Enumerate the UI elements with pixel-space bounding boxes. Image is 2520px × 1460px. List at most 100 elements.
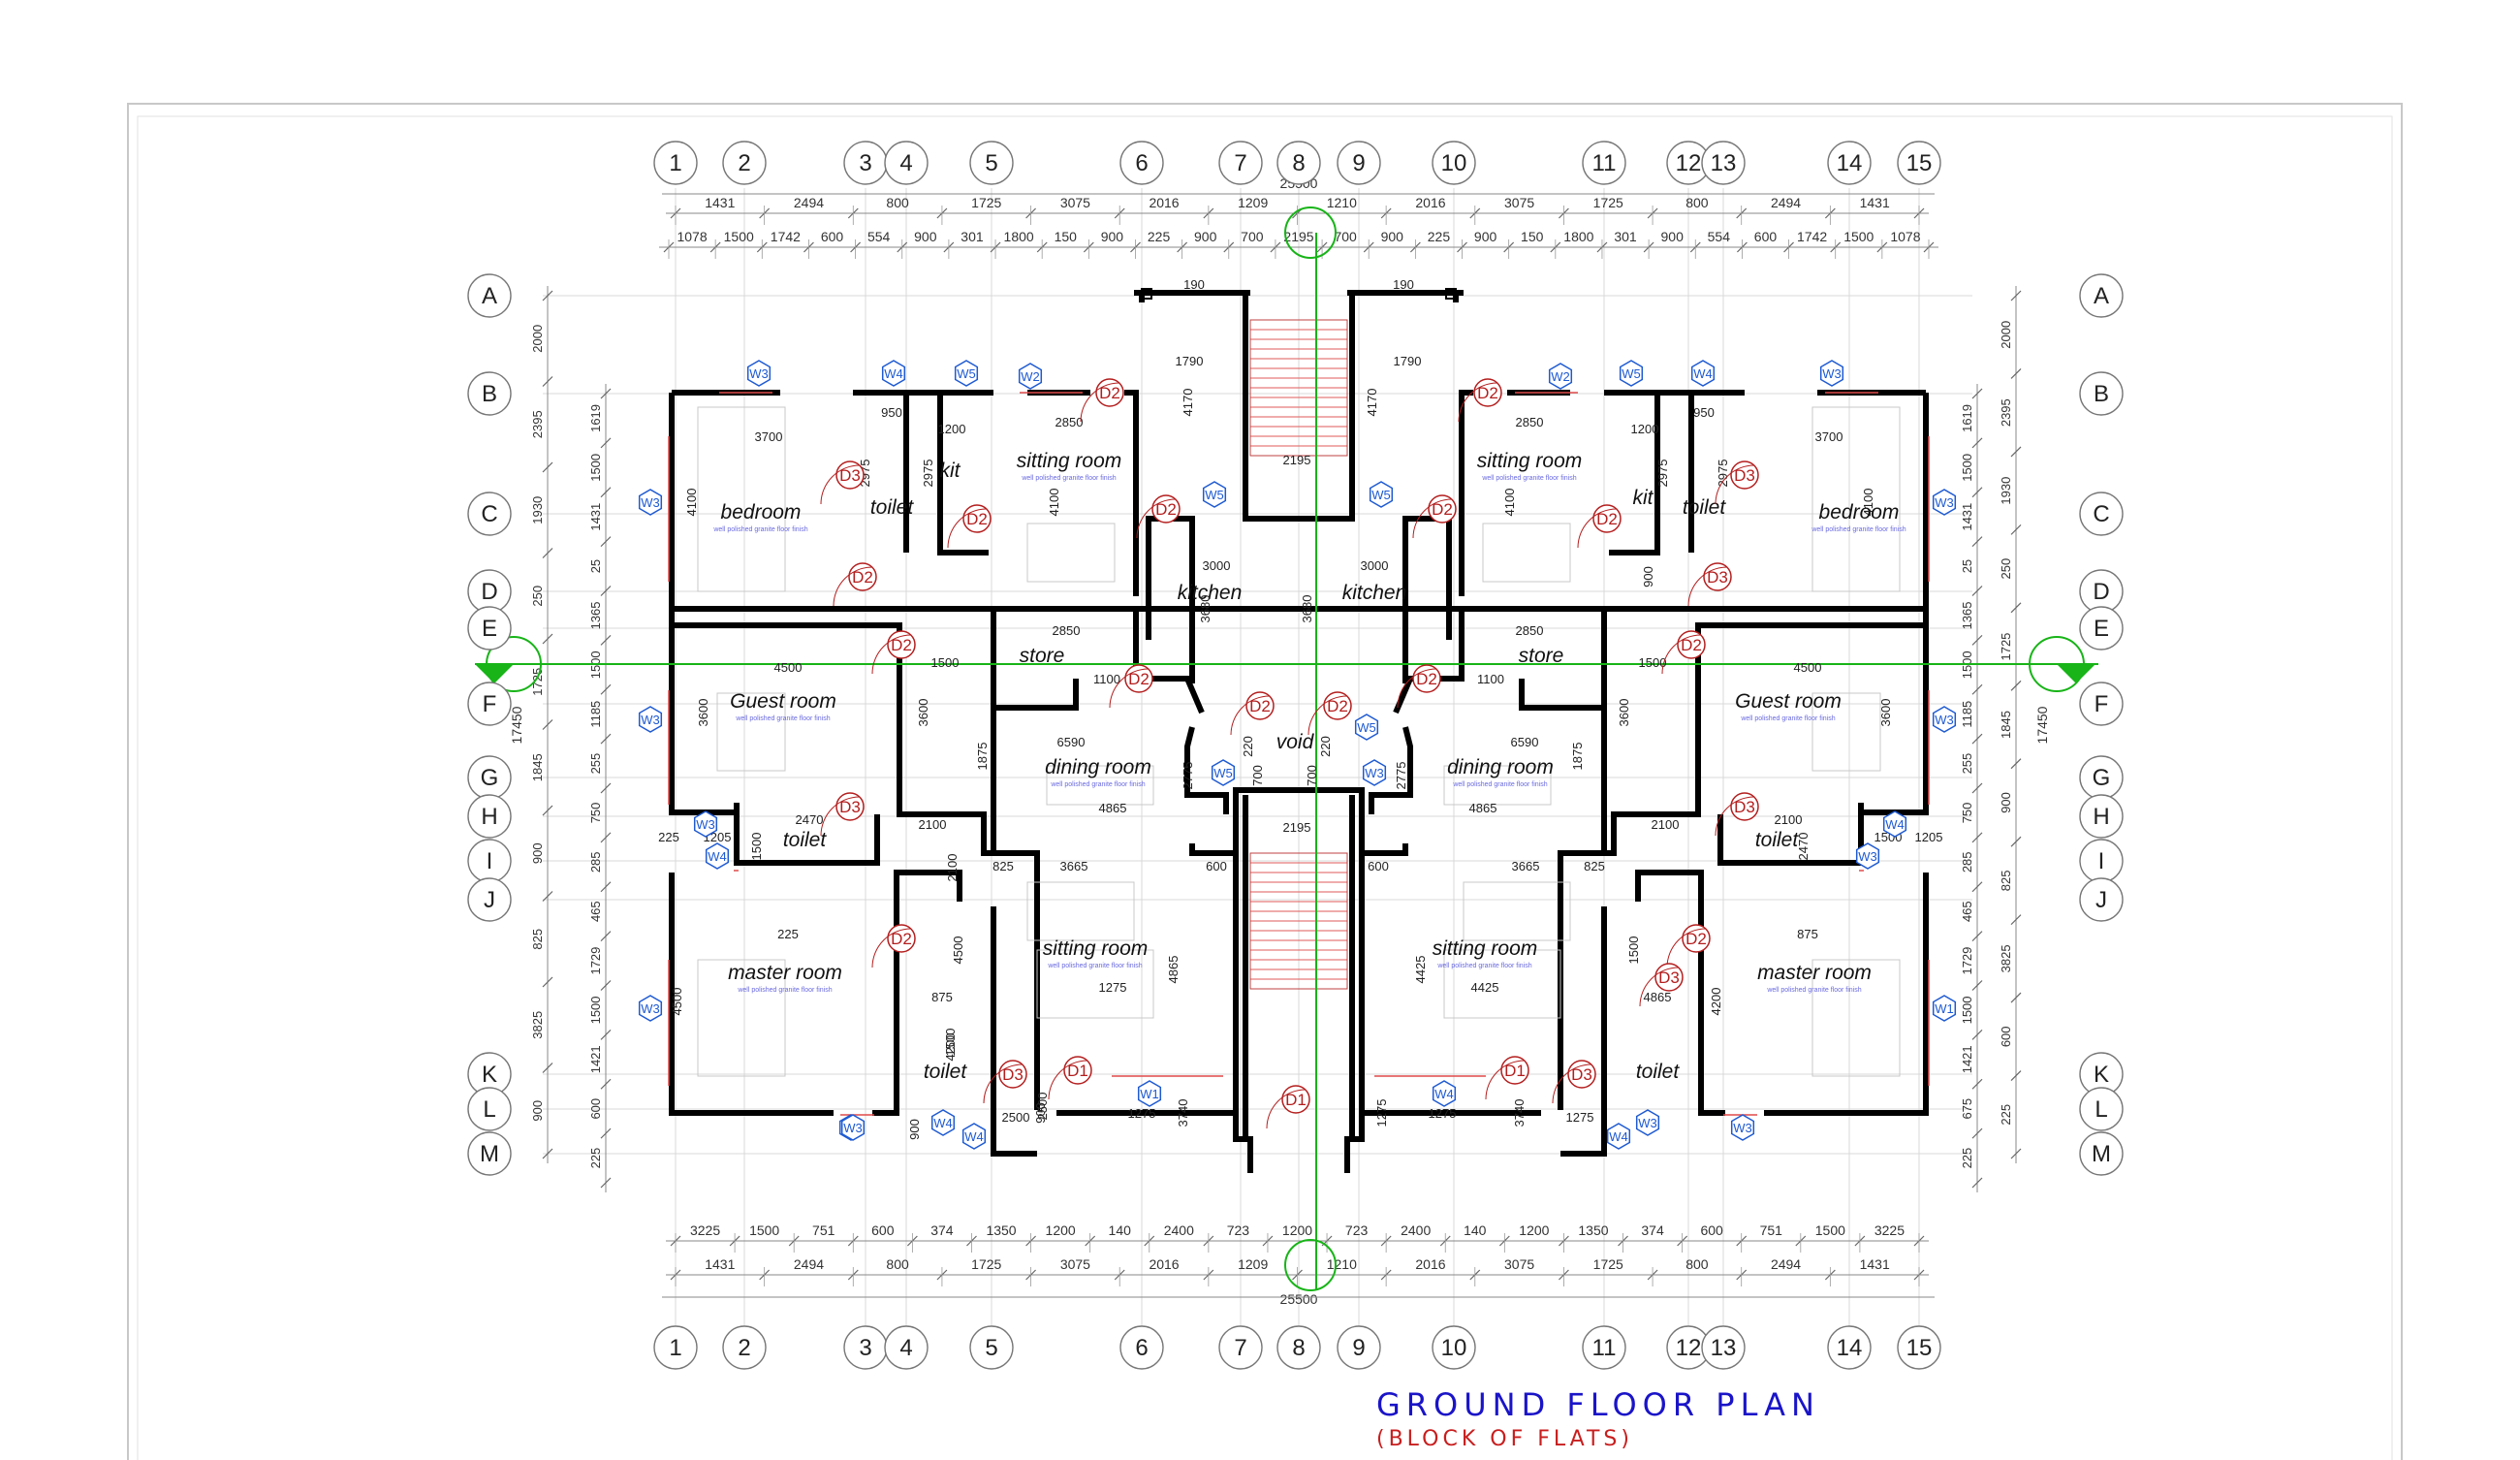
door-swing [1136,498,1177,539]
room-dimension: 600 [1368,859,1389,873]
dim-bottom-outer-label: 2016 [1149,1256,1179,1272]
dim-top-inner-label: 1742 [1797,229,1827,244]
room-name: sitting room [1477,450,1583,472]
door-swing [871,928,912,968]
grid-bubble-label: B [2094,381,2109,407]
dim-right-inner-tick [1971,980,1983,991]
wall-right-flat [1590,645,1607,856]
door-tag-label: D2 [1432,500,1453,519]
dim-bottom-inner-label: 1500 [1815,1222,1845,1238]
dim-left-inner-label: 1431 [588,503,603,531]
room-dimension: 1500 [1626,936,1641,965]
window-tag-hex [881,360,906,387]
room-dimension: 2195 [1283,453,1311,467]
door-swing [1397,668,1437,709]
grid-col-bubble-bottom: 4 [884,1325,929,1370]
furniture-left [1036,949,1154,1019]
window-tag-hex [1730,1114,1755,1141]
window-tag-label: W3 [641,495,660,510]
dim-bottom-outer-label: 1210 [1327,1256,1357,1272]
grid-row-bubble-right: E [2079,606,2124,651]
grid-bubble-circle [2079,273,2124,318]
furniture-right [1463,881,1571,941]
dim-right-outer-label: 900 [1999,792,2013,813]
grid-bubble-circle [653,1325,698,1370]
dim-left-inner-label: 600 [588,1098,603,1120]
grid-col-bubble-top: 7 [1218,141,1263,185]
door-tag-circle [887,630,916,659]
dim-left-outer-tick [542,376,553,387]
window-tag-hex [954,360,979,387]
room-dimension: 2975 [1655,460,1670,488]
grid-bubble-circle [1827,141,1872,185]
dim-left-inner-tick [600,634,612,646]
door-tag-circle [1682,924,1711,953]
dim-top-inner-label: 150 [1521,229,1544,244]
room-dimension: 600 [1206,859,1227,873]
dim-left-inner-tick [600,586,612,596]
grid-col-bubble-bottom: 13 [1701,1325,1746,1370]
room-finish-note: well polished granite floor finish [1050,781,1145,788]
dim-top-inner-label: 900 [914,229,937,244]
grid-bubble-circle [1218,141,1263,185]
window-tag-hex [1432,1080,1457,1107]
room-dimension: 950 [1693,405,1715,420]
room-name: toilet [1755,829,1800,851]
room-finish-note: well polished granite floor finish [737,987,832,994]
door-swing [983,1063,1024,1104]
door-tag-label: D1 [1067,1062,1088,1080]
grid-bubble-label: 3 [859,1335,871,1361]
grid-col-bubble-top: 1 [653,141,698,185]
room-dimension: 4500 [951,936,965,965]
window-tag-hex [1635,1109,1660,1136]
section-arrow [2057,664,2095,683]
room-dimension: 2850 [1053,623,1081,638]
grid-bubble-label: C [2093,501,2109,527]
sheet-inner-border [137,115,2393,1460]
dim-right-inner-tick [1971,1177,1983,1189]
dim-top-inner-label: 1078 [677,229,707,244]
room-dimension: 2975 [1716,460,1730,488]
window-tag-label: W4 [708,849,727,864]
door-tag-circle [1654,963,1684,992]
grid-bubble-label: C [481,501,497,527]
grid-col-bubble-top: 11 [1582,141,1626,185]
wall-right-flat [1402,516,1452,683]
dim-top-inner-label: 1742 [771,229,801,244]
dim-right-outer-tick [2010,1070,2022,1081]
dim-left-inner-label: 255 [588,753,603,775]
dim-right-outer-label: 825 [1999,871,2013,892]
room-dimension: 2470 [796,812,824,827]
dim-left-inner-label: 1619 [588,404,603,432]
window-tag-label: W4 [1693,366,1713,381]
grid-col-bubble-top: 4 [884,141,929,185]
room-dimension: 1500 [943,1029,958,1057]
dim-top-inner-label: 150 [1055,229,1078,244]
grid-row-bubble-left: E [467,606,512,651]
wall-right-flat [1459,390,1473,596]
grid-bubble-circle [467,371,512,416]
grid-bubble-circle [467,492,512,536]
room-dimension: 2850 [1516,415,1544,429]
dim-right-inner-label: 25 [1960,559,1974,573]
room-dimension: 3000 [1203,558,1231,573]
wall-left-flat [1184,726,1229,814]
dim-bottom-outer-label: 800 [886,1256,909,1272]
dim-left-outer-tick [542,805,553,816]
dim-left-inner-tick [600,980,612,991]
room-dimension: 3680 [1300,595,1314,623]
dim-bottom-inner-label: 1500 [749,1222,779,1238]
wall-left-flat [1189,843,1233,856]
room-dimension: 2100 [919,817,947,832]
dim-top-inner-label: 700 [1334,229,1357,244]
dim-left-inner-tick [600,1078,612,1090]
dim-right-outer-tick [2010,368,2022,379]
door-tag-circle [1245,691,1275,720]
room-name: dining room [1045,756,1151,778]
dim-left-outer-tick [542,633,553,645]
window-tag-label: W2 [1021,369,1040,384]
furniture-right [1443,949,1561,1019]
dim-right-inner-label: 750 [1960,803,1974,824]
dim-left-inner-label: 465 [588,901,603,922]
